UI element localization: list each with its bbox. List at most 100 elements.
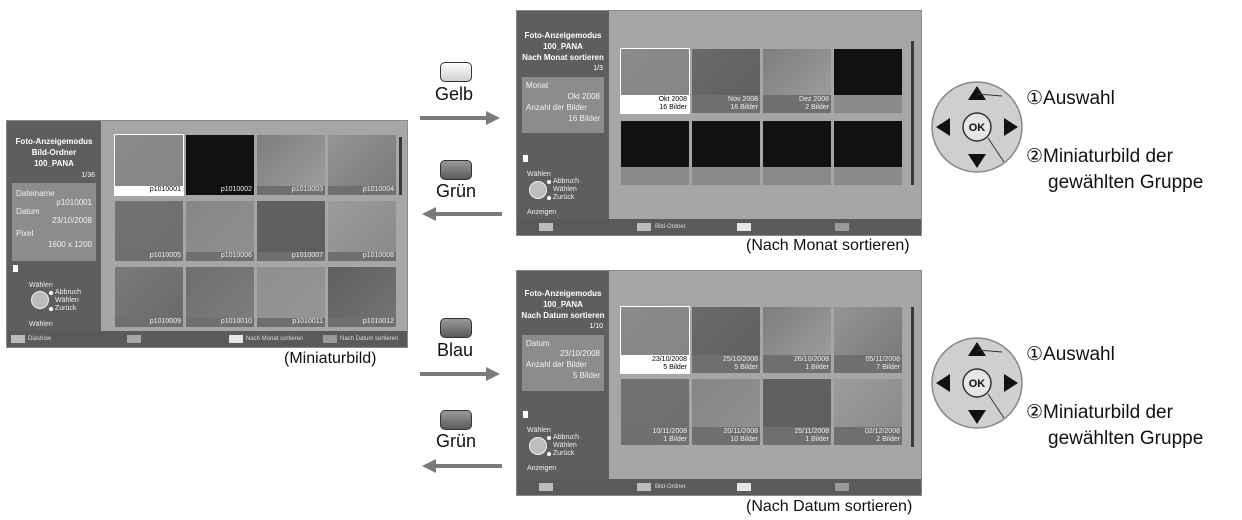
thumbnail-view-screen: Foto-Anzeigemodus Bild-Ordner 100_PANA 1… [6,120,408,348]
thumbnail-photo [328,201,396,252]
green-remote-button-bottom[interactable] [440,410,472,430]
arrow-left-icon [422,459,502,473]
nav-select-2: Wählen [29,321,53,328]
nav-exit: Abbruch [553,434,580,441]
memory-card-icon [13,265,18,272]
thumbnail-item[interactable]: p1010001 [114,134,184,196]
thumbnail-caption: 25/11/2008 [794,428,829,435]
back-dot-icon [49,307,53,311]
thumbnail-photo [621,49,689,95]
thumbnail-item[interactable]: p1010005 [115,201,183,261]
thumbnail-item[interactable]: p1010006 [186,201,254,261]
footer-folder-label: Bild-Ordner [655,484,686,490]
empty-group-slot [834,49,902,113]
info-value-count: 5 Bilder [572,371,600,380]
info-value-date: 23/10/2008 [559,349,600,358]
nav-exit: Abbruch [55,289,82,296]
yellow-button-icon [737,223,751,231]
thumbnail-item[interactable]: p1010003 [257,135,325,195]
ok-label: OK [969,378,986,390]
step2-line1: ②Miniaturbild der [1026,402,1173,423]
dpad-ok-icon: OK [931,81,1023,173]
thumbnail-count: 1 Bilder [805,364,829,371]
thumbnail-count: 1 Bilder [663,436,687,443]
thumbnail-caption: p1010004 [362,186,394,193]
empty-group-slot [834,121,902,185]
thumbnail-item[interactable]: p1010009 [115,267,183,327]
exit-dot-icon [49,291,53,295]
thumbnail-item[interactable]: p1010008 [328,201,396,261]
thumbnail-count: 16 Bilder [730,104,758,111]
thumbnail-item[interactable]: p1010011 [257,267,325,327]
footer-bar: Bild-Ordner [517,479,921,495]
folder-line: Bild-Ordner [31,148,77,157]
blue-remote-button[interactable] [440,318,472,338]
thumbnail-count: 2 Bilder [876,436,900,443]
step2-line1: ②Miniaturbild der [1026,146,1173,167]
thumbnail-count: 10 Bilder [730,436,758,443]
blue-button-icon [835,223,849,231]
thumbnail-caption: p1010008 [362,252,394,259]
step1-select-label: ①Auswahl [1026,88,1115,109]
info-key-date: Datum [526,339,550,348]
nav-show: Anzeigen [527,465,557,472]
info-sidebar: Foto-Anzeigemodus Bild-Ordner 100_PANA 1… [7,121,101,331]
info-key-filename: Dateiname [16,189,55,198]
arrow-left-icon [422,207,502,221]
empty-group-slot [692,121,760,185]
footer-slideshow-label: Diashow [28,336,52,342]
thumbnail-caption: 25/10/2008 [722,356,758,363]
info-key-pixel: Pixel [16,229,34,238]
yellow-button-icon [229,335,243,343]
green-button-label-top: Grün [436,181,477,201]
thumbnail-item[interactable]: p1010007 [257,201,325,261]
thumbnail-photo [692,307,760,355]
scrollbar[interactable] [911,41,914,185]
info-key-count: Anzahl der Bilder [526,360,587,369]
nav-back: Zurück [553,450,575,457]
red-button-icon [539,483,553,491]
thumbnail-item[interactable]: p1010004 [328,135,396,195]
page-counter: 1/3 [593,65,603,72]
thumbnail-item[interactable]: p1010002 [186,135,254,195]
thumbnail-item[interactable]: p1010012 [328,267,396,327]
thumbnail-caption: Okt 2008 [658,96,687,103]
group-info-box: Monat Okt 2008 Anzahl der Bilder 16 Bild… [522,77,604,133]
folder-name: 100_PANA [543,300,583,309]
yellow-button-icon [737,483,751,491]
thumbnail-count: 1 Bilder [805,436,829,443]
footer-bar: Diashow Nach Monat sortieren Nach Datum … [7,331,407,347]
nav-select: Wählen [553,442,577,449]
sort-label: Nach Datum sortieren [521,311,605,320]
step1-select-label: ①Auswahl [1026,344,1115,365]
mode-title: Foto-Anzeigemodus [15,137,93,146]
arrow-right-icon [420,367,500,381]
info-key-month: Monat [526,81,549,90]
thumbnail-photo [834,307,902,355]
yellow-remote-button[interactable] [440,62,472,82]
thumbnail-photo [692,379,760,427]
scrollbar[interactable] [911,307,914,447]
thumbnail-item[interactable]: p1010010 [186,267,254,327]
info-key-date: Datum [16,207,40,216]
date-sort-screen: Foto-Anzeigemodus 100_PANA Nach Datum so… [516,270,922,496]
folder-name: 100_PANA [543,42,583,51]
exit-dot-icon [547,180,551,184]
scrollbar[interactable] [399,137,402,195]
thumbnail-count: 5 Bilder [734,364,758,371]
green-remote-button-top[interactable] [440,160,472,180]
info-value-month: Okt 2008 [567,92,600,101]
info-value-count: 16 Bilder [568,114,600,123]
yellow-button-label: Gelb [435,84,474,104]
